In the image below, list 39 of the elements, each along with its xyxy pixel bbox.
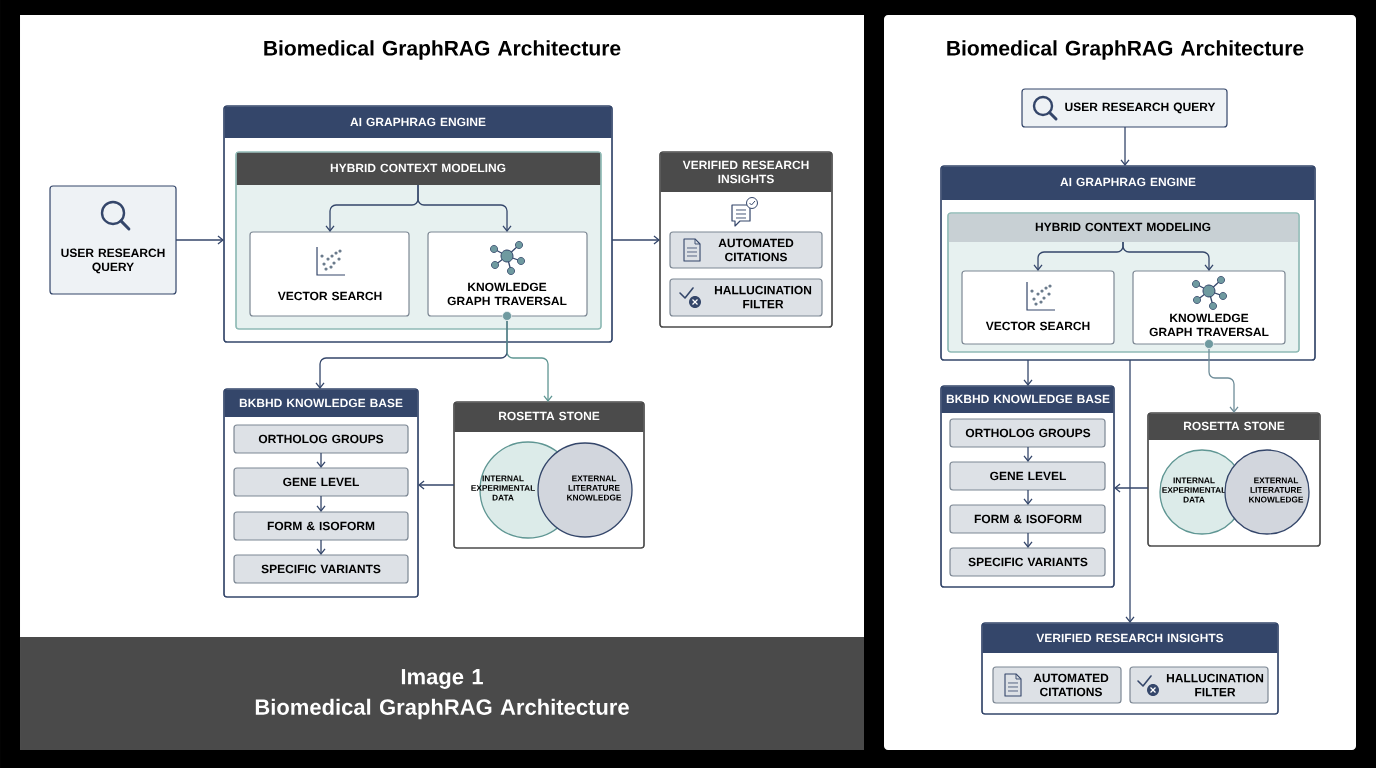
level-box: FORM & ISOFORM — [233, 511, 409, 541]
arrow — [417, 184, 512, 232]
title: Biomedical GraphRAG Architecture — [947, 40, 1304, 60]
arrow — [1122, 241, 1214, 271]
arrow — [611, 235, 660, 245]
level-box: SPECIFIC VARIANTS — [949, 547, 1106, 577]
level-box: SPECIFIC VARIANTS — [233, 554, 409, 584]
query-box: USER RESEARCH QUERY — [49, 185, 177, 295]
level-box: HALLUCINATION FILTER — [1129, 666, 1269, 704]
caption-text: Biomedical GraphRAG Architecture — [255, 698, 629, 720]
arrow — [1208, 348, 1239, 413]
level-box: AUTOMATED CITATIONS — [992, 666, 1122, 704]
arrow — [1023, 359, 1033, 386]
arrow — [1023, 489, 1033, 505]
process-box: KNOWLEDGE GRAPH TRAVERSAL — [1132, 270, 1286, 345]
process-box: VECTOR SEARCH — [249, 231, 410, 317]
arrow — [1120, 126, 1130, 166]
level-box: ORTHOLOG GROUPS — [949, 418, 1106, 448]
level-box: GENE LEVEL — [949, 461, 1106, 491]
arrow — [316, 495, 326, 512]
arrow — [175, 235, 224, 245]
arrow — [1114, 483, 1149, 493]
level-box: ORTHOLOG GROUPS — [233, 424, 409, 454]
process-box: VECTOR SEARCH — [961, 270, 1115, 345]
level-box: FORM & ISOFORM — [949, 504, 1106, 534]
arrow — [1023, 532, 1033, 548]
process-box: KNOWLEDGE GRAPH TRAVERSAL — [427, 231, 588, 317]
arrow — [316, 539, 326, 555]
caption-text: Image 1 — [401, 669, 483, 689]
arrow — [316, 452, 326, 468]
arrow — [1125, 359, 1135, 623]
level-box: HALLUCINATION FILTER — [669, 278, 823, 317]
arrow — [1023, 446, 1033, 462]
title: Biomedical GraphRAG Architecture — [264, 40, 621, 60]
level-box: AUTOMATED CITATIONS — [669, 231, 823, 269]
query-box: USER RESEARCH QUERY — [1021, 88, 1228, 128]
arrow — [506, 320, 553, 402]
arrow — [418, 480, 455, 490]
level-box: GENE LEVEL — [233, 467, 409, 497]
